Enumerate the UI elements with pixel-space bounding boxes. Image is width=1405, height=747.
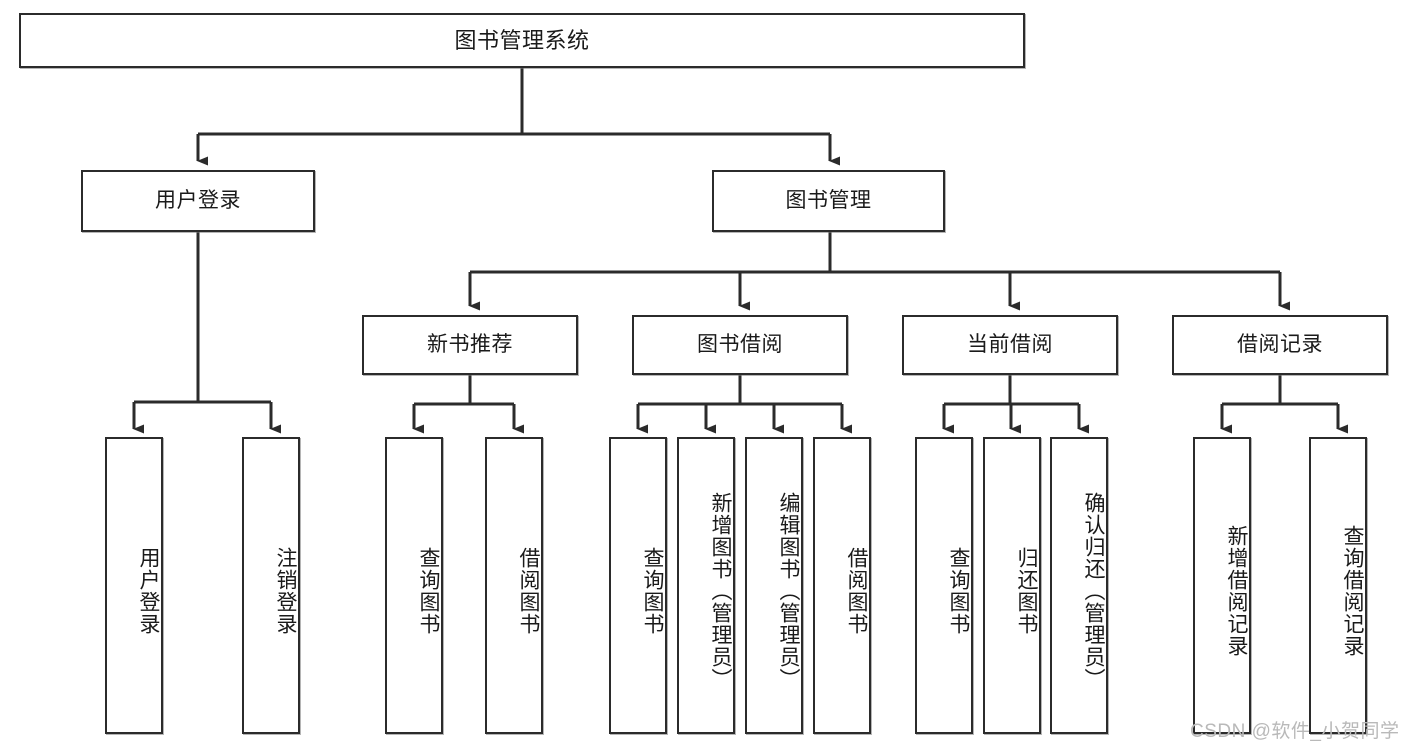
node-current-borrow[interactable]: 当前借阅 — [902, 315, 1118, 375]
leaf-query-book-recommend[interactable]: 查询图书 — [385, 437, 443, 734]
leaf-edit-book-admin[interactable]: 编辑图书（管理员） — [745, 437, 803, 734]
leaf-borrow-book[interactable]: 借阅图书 — [813, 437, 871, 734]
node-book-management[interactable]: 图书管理 — [712, 170, 945, 232]
leaf-query-book-current[interactable]: 查询图书 — [915, 437, 973, 734]
leaf-query-book-borrow[interactable]: 查询图书 — [609, 437, 667, 734]
node-new-book-recommend[interactable]: 新书推荐 — [362, 315, 578, 375]
leaf-add-borrow-record[interactable]: 新增借阅记录 — [1193, 437, 1251, 734]
leaf-return-book[interactable]: 归还图书 — [983, 437, 1041, 734]
node-borrow-record[interactable]: 借阅记录 — [1172, 315, 1388, 375]
leaf-logout-login[interactable]: 注销登录 — [242, 437, 300, 734]
leaf-user-login[interactable]: 用户登录 — [105, 437, 163, 734]
leaf-add-book-admin[interactable]: 新增图书（管理员） — [677, 437, 735, 734]
leaf-borrow-book-recommend[interactable]: 借阅图书 — [485, 437, 543, 734]
leaf-query-borrow-record[interactable]: 查询借阅记录 — [1309, 437, 1367, 734]
csdn-watermark: CSDN @软件_小贺同学 — [1190, 721, 1400, 742]
node-system-root[interactable]: 图书管理系统 — [19, 13, 1025, 68]
node-user-login[interactable]: 用户登录 — [81, 170, 315, 232]
node-book-borrow[interactable]: 图书借阅 — [632, 315, 848, 375]
leaf-confirm-return-admin[interactable]: 确认归还（管理员） — [1050, 437, 1108, 734]
